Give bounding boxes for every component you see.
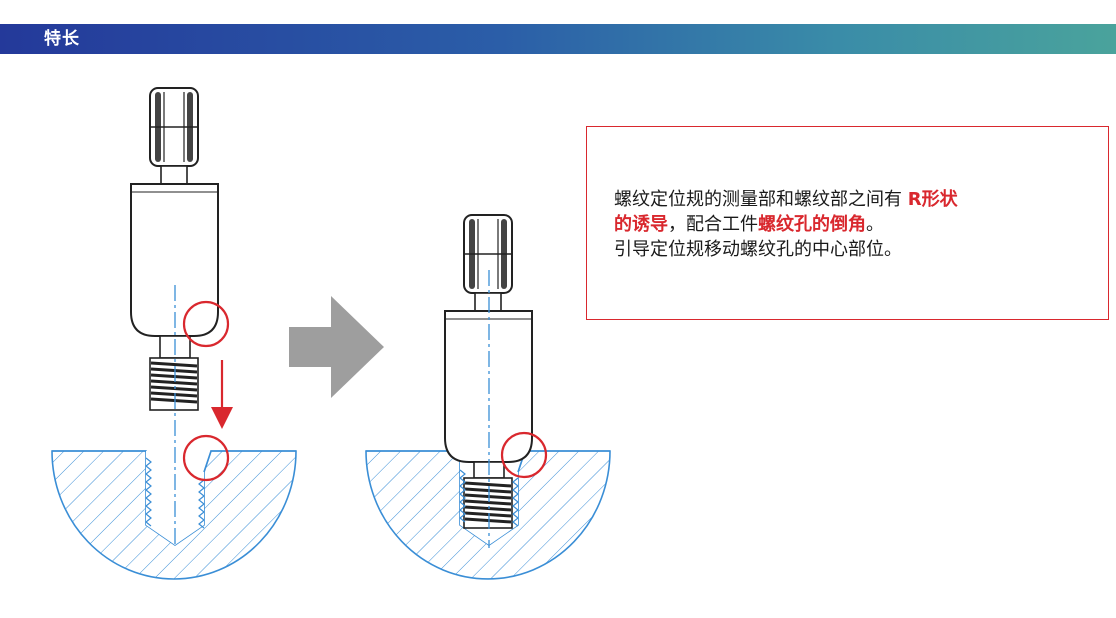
section-header-bar: 特长 <box>0 24 1116 54</box>
note-highlight-guide: 的诱导 <box>614 214 668 235</box>
r-shape-marker <box>182 300 230 348</box>
feature-note-box: 螺纹定位规的测量部和螺纹部之间有 R形状 的诱导，配合工件螺纹孔的倒角。 引导定… <box>586 126 1109 320</box>
note-line-2-text: ，配合工件 <box>668 214 758 235</box>
chamfer-marker <box>182 434 230 482</box>
note-line-2: 的诱导，配合工件螺纹孔的倒角。 <box>614 212 958 237</box>
note-line-3: 引导定位规移动螺纹孔的中心部位。 <box>614 239 902 260</box>
feature-note-text: 螺纹定位规的测量部和螺纹部之间有 R形状 的诱导，配合工件螺纹孔的倒角。 引导定… <box>614 187 958 262</box>
note-line-1: 螺纹定位规的测量部和螺纹部之间有 R形状 <box>614 187 958 212</box>
note-line-1-text: 螺纹定位规的测量部和螺纹部之间有 <box>614 189 908 210</box>
gauge-after <box>365 214 611 580</box>
contact-marker <box>500 431 548 479</box>
gauge-before <box>51 87 297 580</box>
section-title: 特长 <box>44 29 80 49</box>
right-arrow-icon <box>289 296 384 398</box>
note-highlight-chamfer: 螺纹孔的倒角 <box>758 214 866 235</box>
note-line-2-end: 。 <box>866 214 884 235</box>
workpiece-left <box>51 450 297 580</box>
note-highlight-r-shape: R形状 <box>907 189 958 210</box>
